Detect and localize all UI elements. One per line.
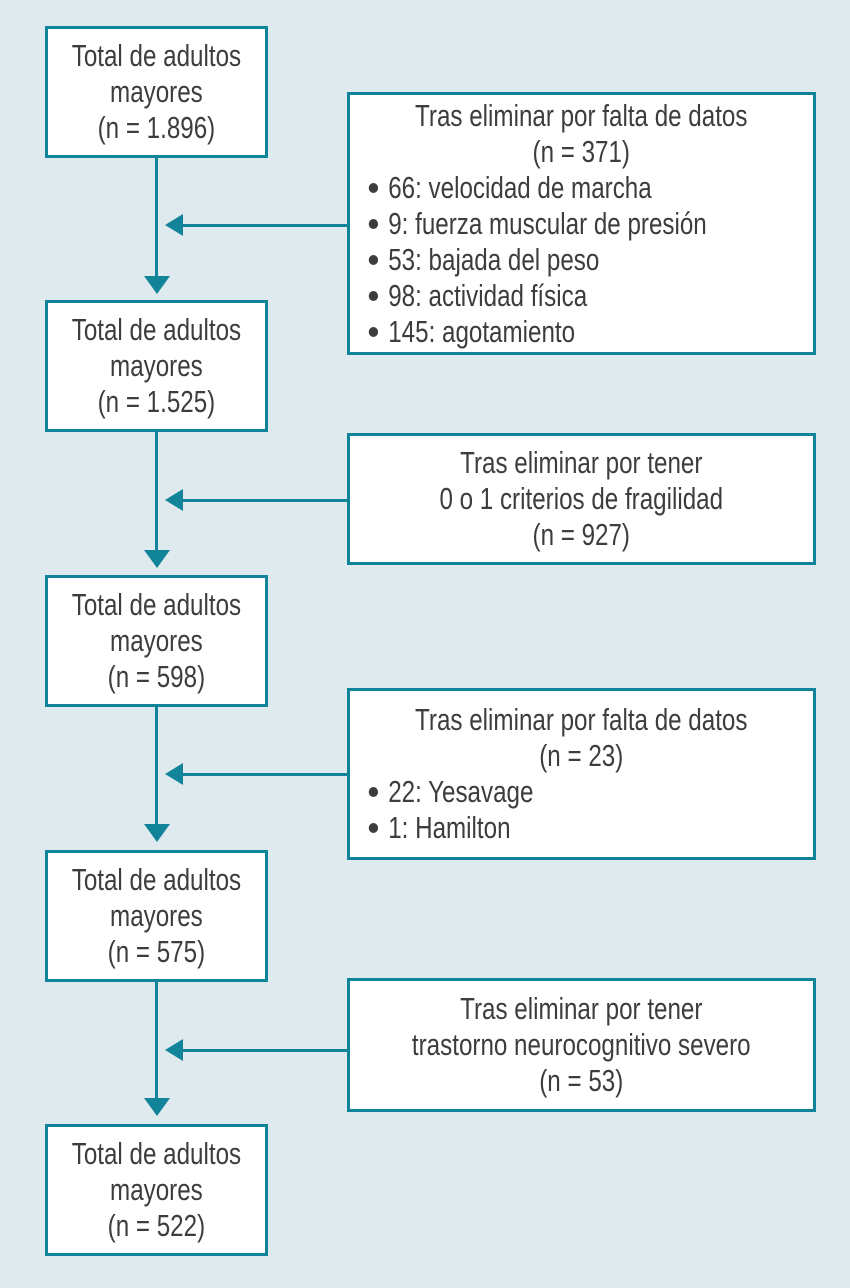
bullet-dot	[368, 218, 379, 229]
total-box-5-n: (n = 522)	[107, 1208, 206, 1243]
exclusion-box-1-n: (n = 371)	[532, 133, 630, 169]
bullet-dot	[368, 326, 379, 337]
down-arrow-3-head	[144, 824, 170, 842]
total-box-1-text: Total de adultos mayores (n = 1.896)	[48, 38, 265, 146]
bullet-dot	[368, 787, 379, 797]
exclusion-box-1-item: 9: fuerza muscular de presión	[350, 206, 813, 242]
left-arrow-4-head	[165, 1039, 183, 1061]
exclusion-box-2: Tras eliminar por tener 0 o 1 criterios …	[347, 433, 816, 565]
down-arrow-4-head	[144, 1098, 170, 1116]
exclusion-box-3-n: (n = 23)	[539, 738, 624, 773]
exclusion-box-2-title2: 0 o 1 criterios de fragilidad	[439, 481, 724, 516]
total-box-3-text: Total de adultos mayores (n = 598)	[48, 587, 265, 695]
exclusion-box-4-text: Tras eliminar por tener trastorno neuroc…	[350, 991, 813, 1099]
total-box-3-n: (n = 598)	[107, 659, 206, 694]
exclusion-box-1: Tras eliminar por falta de datos (n = 37…	[347, 92, 816, 355]
total-box-5-text: Total de adultos mayores (n = 522)	[48, 1136, 265, 1244]
down-arrow-2-line	[155, 432, 158, 550]
total-box-2-line2: mayores	[110, 348, 203, 383]
exclusion-box-3-item: 22: Yesavage	[350, 774, 813, 810]
exclusion-box-3-item: 1: Hamilton	[350, 810, 813, 846]
exclusion-box-1-item: 66: velocidad de marcha	[350, 170, 813, 206]
exclusion-box-2-text: Tras eliminar por tener 0 o 1 criterios …	[350, 445, 813, 553]
total-box-4: Total de adultos mayores (n = 575)	[45, 850, 268, 982]
exclusion-box-3-text: Tras eliminar por falta de datos (n = 23…	[350, 702, 813, 846]
total-box-3: Total de adultos mayores (n = 598)	[45, 575, 268, 707]
total-box-2-line1: Total de adultos	[71, 312, 242, 347]
total-box-4-line1: Total de adultos	[71, 862, 242, 897]
exclusion-box-4-title: Tras eliminar por tener	[460, 991, 703, 1026]
down-arrow-1-head	[144, 276, 170, 294]
total-box-3-line2: mayores	[110, 623, 203, 658]
bullet-dot	[368, 254, 379, 265]
total-box-4-text: Total de adultos mayores (n = 575)	[48, 862, 265, 970]
down-arrow-3-line	[155, 707, 158, 824]
left-arrow-3-head	[165, 763, 183, 785]
exclusion-box-1-title: Tras eliminar por falta de datos	[415, 97, 748, 133]
bullet-dot	[368, 290, 379, 301]
left-arrow-3-line	[183, 773, 348, 776]
exclusion-box-1-item: 98: actividad física	[350, 278, 813, 314]
exclusion-box-2-title: Tras eliminar por tener	[460, 445, 703, 480]
exclusion-box-1-item: 145: agotamiento	[350, 314, 813, 350]
left-arrow-4-line	[183, 1049, 348, 1052]
total-box-2-text: Total de adultos mayores (n = 1.525)	[48, 312, 265, 420]
bullet-dot	[368, 823, 379, 833]
total-box-4-n: (n = 575)	[107, 934, 206, 969]
total-box-5-line2: mayores	[110, 1172, 203, 1207]
exclusion-box-3-title: Tras eliminar por falta de datos	[415, 702, 748, 737]
total-box-3-line1: Total de adultos	[71, 587, 242, 622]
bullet-dot	[368, 182, 379, 193]
exclusion-box-4-n: (n = 53)	[539, 1063, 624, 1098]
left-arrow-1-head	[165, 214, 183, 236]
total-box-5-line1: Total de adultos	[71, 1136, 242, 1171]
left-arrow-2-line	[183, 499, 348, 502]
total-box-4-line2: mayores	[110, 898, 203, 933]
exclusion-box-4: Tras eliminar por tener trastorno neuroc…	[347, 978, 816, 1112]
exclusion-box-1-item: 53: bajada del peso	[350, 242, 813, 278]
exclusion-box-1-text: Tras eliminar por falta de datos (n = 37…	[350, 98, 813, 350]
total-box-2-n: (n = 1.525)	[97, 384, 216, 419]
total-box-1-line2: mayores	[110, 74, 203, 109]
exclusion-box-2-n: (n = 927)	[532, 517, 630, 552]
left-arrow-1-line	[183, 224, 348, 227]
total-box-1: Total de adultos mayores (n = 1.896)	[45, 26, 268, 158]
total-box-1-n: (n = 1.896)	[97, 110, 216, 145]
exclusion-box-3: Tras eliminar por falta de datos (n = 23…	[347, 688, 816, 860]
down-arrow-2-head	[144, 550, 170, 568]
total-box-1-line1: Total de adultos	[71, 38, 242, 73]
total-box-2: Total de adultos mayores (n = 1.525)	[45, 300, 268, 432]
exclusion-box-4-title2: trastorno neurocognitivo severo	[411, 1027, 751, 1062]
down-arrow-4-line	[155, 982, 158, 1098]
left-arrow-2-head	[165, 489, 183, 511]
total-box-5: Total de adultos mayores (n = 522)	[45, 1124, 268, 1256]
down-arrow-1-line	[155, 158, 158, 276]
